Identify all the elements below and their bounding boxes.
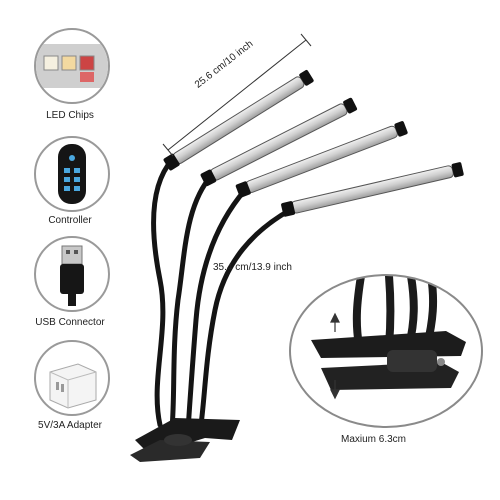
led-chips-icon: [36, 44, 108, 88]
gooseneck-length-label: 35.4 cm/13.9 inch: [213, 262, 292, 273]
light-bar-1: [163, 70, 314, 171]
power-adapter-circle: [34, 340, 110, 416]
light-bar-4: [281, 162, 464, 217]
usb-connector-label: USB Connector: [35, 317, 105, 328]
led-chips-circle: [34, 28, 110, 104]
controller-circle: [34, 136, 110, 212]
light-bar-3: [235, 121, 408, 198]
power-adapter-icon: [49, 363, 97, 409]
light-bar-2: [200, 97, 358, 187]
usb-connector-circle: [34, 236, 110, 312]
led-chips-label: LED Chips: [46, 110, 94, 121]
power-adapter-label: 5V/3A Adapter: [38, 420, 102, 431]
gooseneck-arms: [151, 157, 293, 435]
clamp-base: [130, 418, 240, 462]
controller-label: Controller: [48, 215, 92, 226]
controller-icon: [58, 144, 86, 204]
light-bars: [163, 70, 464, 217]
clamp-detail-circle: [289, 274, 483, 428]
usb-connector-icon: [60, 245, 84, 306]
clamp-detail-illustration: [311, 276, 466, 400]
bar-length-dimension-line: [162, 33, 312, 157]
clip-opening-label: Maxium 6.3cm: [341, 434, 407, 445]
clip-opening-arrows: [330, 312, 340, 400]
